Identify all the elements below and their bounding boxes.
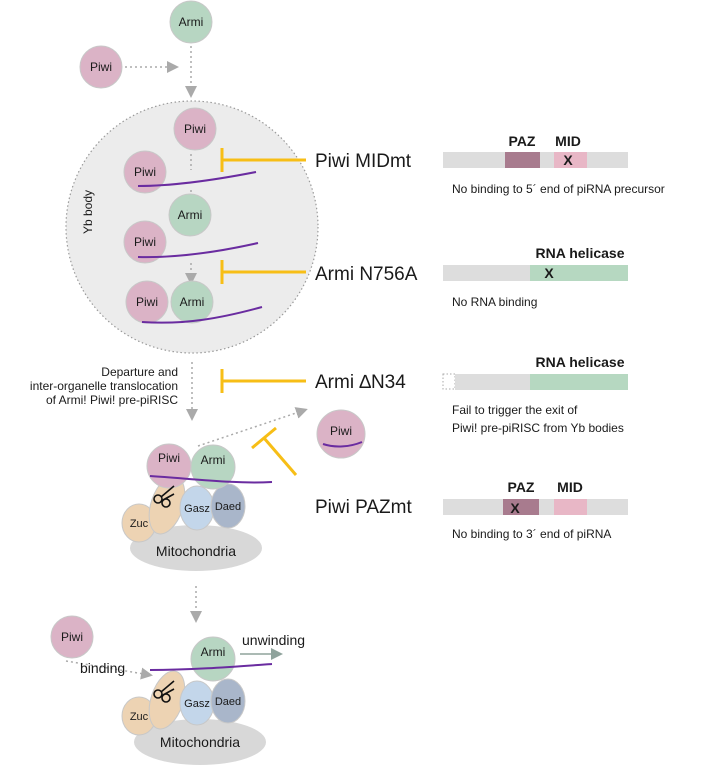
domain-bar-armi-dn34: RNA helicase	[442, 354, 628, 390]
daed-1	[210, 483, 246, 529]
mutation-mark: X	[563, 152, 573, 168]
svg-text:Piwi: Piwi	[330, 424, 352, 438]
note-piwi-midmt: No binding to 5´ end of piRNA precursor	[452, 182, 665, 196]
yb-piwi-3: Piwi	[123, 220, 167, 264]
mutant-name-piwi-midmt: Piwi MIDmt	[315, 151, 412, 172]
note-armi-n756a: No RNA binding	[452, 295, 537, 309]
helicase-domain	[530, 265, 628, 281]
gasz-1-label: Gasz	[184, 503, 210, 515]
svg-text:Piwi: Piwi	[136, 295, 158, 309]
mid-domain	[554, 152, 587, 168]
mid-label: MID	[555, 133, 581, 149]
free-piwi-bottom: Piwi	[50, 615, 94, 659]
helicase-label: RNA helicase	[536, 245, 625, 261]
departure-label-1: Departure and	[101, 365, 178, 379]
inhibitor-armi-n756a	[220, 260, 306, 284]
rna-strand-5	[149, 475, 273, 484]
armi-complex-1: Armi	[190, 444, 236, 490]
helicase-label: RNA helicase	[536, 354, 625, 370]
rna-strand-3	[137, 242, 259, 259]
mid-domain	[554, 499, 587, 515]
svg-text:Armi: Armi	[178, 208, 203, 222]
rna-strand-4	[141, 306, 263, 324]
mutant-name-armi-n756a: Armi N756A	[315, 264, 418, 285]
mitochondria-2	[134, 719, 266, 765]
rna-strand-2	[137, 171, 257, 187]
unwinding-label: unwinding	[242, 632, 305, 648]
mid-label: MID	[557, 479, 583, 495]
domain-bar-armi-n756a: RNA helicase X	[443, 245, 628, 281]
svg-text:Armi: Armi	[201, 453, 226, 467]
mutation-mark: X	[510, 500, 520, 516]
svg-text:Piwi: Piwi	[61, 630, 83, 644]
top-armi: Armi	[169, 0, 213, 44]
note-armi-dn34-2: Piwi! pre-piRISC from Yb bodies	[452, 421, 624, 435]
zuc-1-label: Zuc	[130, 518, 149, 530]
svg-text:Armi: Armi	[201, 645, 226, 659]
inhibitor-armi-dn34	[220, 369, 306, 393]
armi-complex-2: Armi	[190, 636, 236, 682]
zuc-2-label: Zuc	[130, 711, 149, 723]
binding-arrow	[65, 660, 153, 680]
mitochondria-1	[130, 525, 262, 571]
binding-label: binding	[80, 660, 125, 676]
top-armi-label: Armi	[179, 15, 204, 29]
released-piwi: Piwi	[316, 409, 366, 459]
domain-bar-piwi-midmt: PAZ MID X	[443, 133, 628, 168]
paz-label: PAZ	[508, 479, 535, 495]
mitochondria-1-label: Mitochondria	[156, 543, 236, 559]
paz-domain	[505, 152, 540, 168]
paz-label: PAZ	[509, 133, 536, 149]
mutation-mark: X	[544, 265, 554, 281]
gasz-2-label: Gasz	[184, 698, 210, 710]
scissors-icon-2	[153, 680, 175, 703]
paz-domain	[503, 499, 539, 515]
piwi-release-arrow	[197, 407, 308, 447]
mutant-name-piwi-pazmt: Piwi PAZmt	[315, 497, 412, 518]
svg-text:Armi: Armi	[180, 295, 205, 309]
inhibitor-piwi-pazmt	[251, 426, 298, 476]
rna-strand-6	[149, 663, 273, 671]
yb-piwi-1: Piwi	[173, 107, 217, 151]
mitochondria-2-label: Mitochondria	[160, 734, 240, 750]
svg-text:Piwi: Piwi	[134, 165, 156, 179]
svg-text:Piwi: Piwi	[184, 122, 206, 136]
daed-2	[210, 678, 246, 724]
deleted-region	[442, 373, 456, 390]
scissors-icon-1	[153, 485, 175, 508]
mutant-name-armi-dn34: Armi ∆N34	[315, 372, 406, 393]
svg-text:Piwi: Piwi	[158, 451, 180, 465]
yb-armi-3: Armi	[168, 193, 212, 237]
yb-piwi-2: Piwi	[123, 150, 167, 194]
yb-armi-4: Armi	[170, 280, 214, 324]
daed-1-label: Daed	[215, 501, 241, 513]
yb-piwi-4: Piwi	[125, 280, 169, 324]
helicase-domain	[530, 374, 628, 390]
yb-body-label: Yb body	[81, 190, 95, 234]
note-armi-dn34-1: Fail to trigger the exit of	[452, 403, 578, 417]
daed-2-label: Daed	[215, 696, 241, 708]
piwi-complex-1: Piwi	[146, 443, 192, 489]
inhibitor-piwi-midmt	[220, 148, 306, 172]
note-piwi-pazmt: No binding to 3´ end of piRNA	[452, 527, 611, 541]
departure-label-2: inter-organelle translocation	[30, 379, 178, 393]
domain-bar-piwi-pazmt: PAZ MID X	[443, 479, 628, 516]
top-piwi-label: Piwi	[90, 60, 112, 74]
departure-label-3: of Armi! Piwi! pre-piRISC	[46, 393, 178, 407]
top-piwi: Piwi	[79, 45, 123, 89]
svg-text:Piwi: Piwi	[134, 235, 156, 249]
